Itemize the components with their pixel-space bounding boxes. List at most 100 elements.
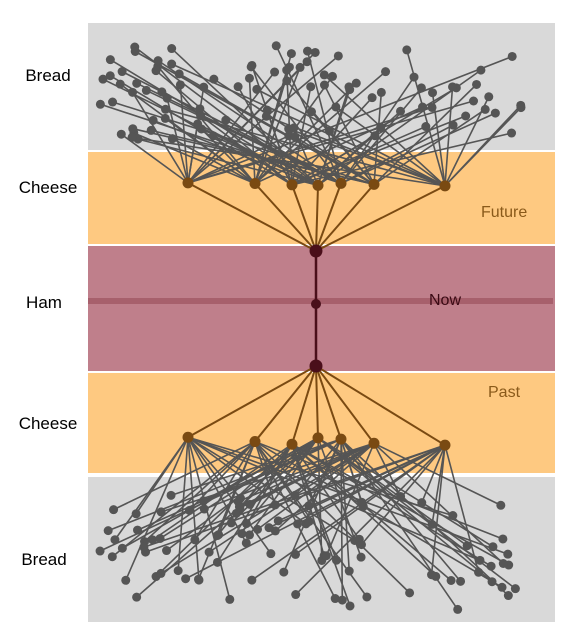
- bread-node-top: [351, 78, 361, 88]
- edge-cheese-to-bread-bottom: [111, 440, 256, 558]
- edge-cheese-to-bread-bottom: [373, 442, 402, 497]
- bread-node-bottom: [497, 582, 507, 592]
- bread-node-top: [516, 103, 526, 113]
- bread-node-top: [484, 92, 494, 102]
- bread-node-bottom: [293, 519, 303, 529]
- bread-node-bottom: [446, 575, 456, 585]
- edge-cheese-to-bread-top: [187, 55, 513, 184]
- bread-node-bottom: [331, 555, 341, 565]
- bread-node-top: [324, 126, 334, 136]
- bread-node-top: [282, 65, 292, 75]
- edge-cheese-to-bread-bottom: [125, 436, 189, 581]
- bread-node-bottom: [304, 516, 314, 526]
- bread-node-top: [319, 70, 329, 80]
- bread-node-bottom: [503, 591, 513, 601]
- edge-cheese-to-bread-top: [178, 73, 375, 186]
- bread-node-bottom: [156, 507, 166, 517]
- bread-node-bottom: [241, 519, 251, 529]
- edge-cheese-to-bread-bottom: [340, 438, 459, 610]
- edge-cheese-to-bread-bottom: [430, 445, 446, 575]
- bread-node-top: [209, 74, 219, 84]
- cheese-node-bottom: [439, 439, 451, 451]
- edge-cheese-to-bread-top: [171, 63, 446, 187]
- bread-node-bottom: [321, 551, 331, 561]
- bread-node-bottom: [279, 567, 289, 577]
- bread-node-bottom: [190, 535, 200, 545]
- bread-node-top: [295, 62, 305, 72]
- edge-cheese-to-bread-bottom: [340, 439, 351, 572]
- bread-node-bottom: [356, 552, 366, 562]
- bread-node-top: [448, 82, 458, 92]
- bread-node-top: [141, 85, 151, 95]
- cheese-node-bottom: [249, 436, 261, 448]
- bread-node-top: [252, 84, 262, 94]
- edge-cheese-to-bread-bottom: [373, 442, 502, 506]
- bread-node-bottom: [253, 524, 263, 534]
- edge-cheese-to-bread-top: [131, 91, 189, 184]
- edge-cheese-to-bread-bottom: [317, 437, 323, 561]
- edge-cheese-to-bread-bottom: [187, 436, 272, 555]
- bread-node-top: [290, 132, 300, 142]
- bread-node-top: [167, 44, 177, 54]
- bread-node-bottom: [427, 519, 437, 529]
- edge-cheese-to-bread-bottom: [135, 436, 189, 515]
- bread-node-top: [105, 55, 115, 65]
- bread-node-bottom: [155, 533, 165, 543]
- bread-node-top: [370, 131, 380, 141]
- bread-node-top: [469, 96, 479, 106]
- bread-node-bottom: [193, 574, 203, 584]
- edge-cheese-to-bread-bottom: [185, 444, 446, 580]
- edge-cheese-to-bread-top: [340, 112, 496, 185]
- bread-node-top: [199, 82, 209, 92]
- bread-node-top: [319, 80, 329, 90]
- bread-node-bottom: [131, 509, 141, 519]
- bread-node-top: [128, 124, 138, 134]
- bread-node-top: [127, 132, 137, 142]
- row-label-bread-top: Bread: [25, 66, 71, 85]
- edge-cheese-to-bread-top: [187, 135, 290, 184]
- edge-cheese-to-bread-bottom: [444, 444, 480, 573]
- ham-node-top: [309, 244, 323, 258]
- bread-node-bottom: [304, 501, 314, 511]
- cheese-band-top: [88, 152, 555, 244]
- past-label: Past: [488, 384, 521, 401]
- edge-ham-to-cheese-bottom: [254, 365, 317, 443]
- edge-cheese-to-bread-bottom: [203, 442, 375, 510]
- bread-node-bottom: [139, 542, 149, 552]
- edge-ham-to-cheese-bottom: [315, 365, 319, 438]
- bread-node-bottom: [245, 499, 255, 509]
- cheese-node-bottom: [286, 438, 298, 450]
- cheese-node-top: [312, 179, 324, 191]
- bread-node-top: [461, 111, 471, 121]
- bread-node-top: [115, 79, 125, 89]
- bread-node-top: [402, 45, 412, 55]
- bread-node-bottom: [510, 584, 520, 594]
- edge-cheese-to-bread-top: [248, 78, 256, 184]
- bread-node-bottom: [166, 490, 176, 500]
- cheese-node-bottom: [335, 433, 347, 445]
- bread-node-top: [507, 51, 517, 61]
- bread-node-top: [507, 128, 517, 138]
- edge-cheese-to-bread-top: [100, 103, 342, 185]
- edge-cheese-to-bread-bottom: [325, 442, 375, 557]
- bread-node-bottom: [488, 542, 498, 552]
- edge-cheese-to-bread-bottom: [170, 438, 342, 497]
- bread-node-top: [130, 46, 140, 56]
- edge-cheese-to-bread-top: [288, 128, 446, 187]
- edge-ham-to-cheese-bottom: [187, 365, 317, 439]
- bread-node-bottom: [237, 529, 247, 539]
- bread-node-top: [108, 97, 118, 107]
- bread-node-top: [396, 106, 406, 116]
- bread-node-top: [117, 67, 127, 77]
- bread-node-bottom: [291, 590, 301, 600]
- bread-node-bottom: [362, 592, 372, 602]
- bread-node-top: [162, 93, 172, 103]
- bread-node-bottom: [266, 549, 276, 559]
- bread-node-top: [381, 67, 391, 77]
- bread-node-bottom: [475, 555, 485, 565]
- edge-cheese-to-bread-bottom: [251, 444, 446, 581]
- edge-cheese-to-bread-bottom: [113, 440, 256, 511]
- bread-node-bottom: [427, 570, 437, 580]
- cheese-node-top: [368, 178, 380, 190]
- bread-node-top: [306, 82, 316, 92]
